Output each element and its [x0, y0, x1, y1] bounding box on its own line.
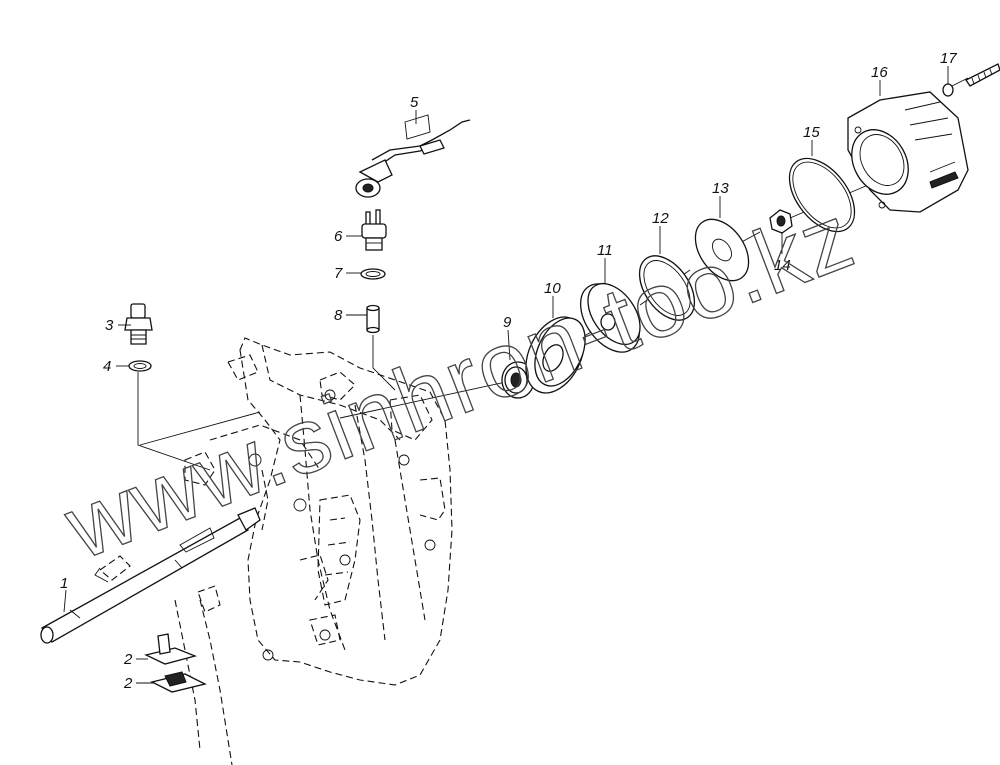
gasket-part-15: [788, 157, 856, 233]
callout-7: 7: [334, 265, 343, 282]
gearbox-housing-outline: [174, 337, 453, 765]
callout-13: 13: [712, 180, 729, 197]
callout-8: 8: [334, 307, 343, 324]
callout-9: 9: [503, 314, 512, 331]
connector-cable-part-5: [355, 114, 471, 198]
washer-part-4: [128, 360, 152, 372]
callout-12: 12: [652, 210, 669, 227]
callout-6: 6: [334, 228, 343, 245]
locking-plate-part-2b: [150, 671, 207, 693]
callout-3: 3: [105, 317, 114, 334]
disc-part-10: [525, 316, 586, 394]
callout-15: 15: [803, 124, 820, 141]
callout-labels: 1 2 2 3 4 5 6 7 8 9 10 11 12 13 14 15 16…: [60, 50, 957, 692]
washer-bolt-part-17: [942, 63, 1000, 97]
callout-16: 16: [871, 64, 888, 81]
switch-part-6: [361, 209, 387, 251]
callout-4: 4: [103, 358, 111, 375]
callout-10: 10: [544, 280, 561, 297]
plug-part-3: [124, 303, 153, 345]
callout-2b: 2: [123, 675, 133, 692]
pin-part-8: [366, 304, 380, 334]
callout-5: 5: [410, 94, 419, 111]
callout-1: 1: [60, 575, 68, 592]
callout-2a: 2: [123, 651, 133, 668]
callout-leaders: [63, 66, 949, 684]
cover-part-16: [847, 91, 969, 213]
watermark-text: www.sinhron-too.kz: [52, 185, 868, 579]
washer-part-13: [694, 218, 750, 282]
callout-17: 17: [940, 50, 957, 67]
shift-rod-part-1: [40, 507, 261, 644]
locking-plate-part-2a: [144, 633, 198, 665]
o-ring-part-7: [360, 268, 386, 280]
callout-14: 14: [774, 257, 791, 274]
callout-11: 11: [597, 242, 613, 259]
disc-part-11: [579, 283, 641, 353]
nut-part-14: [769, 209, 793, 234]
snap-ring-part-12: [638, 255, 696, 321]
